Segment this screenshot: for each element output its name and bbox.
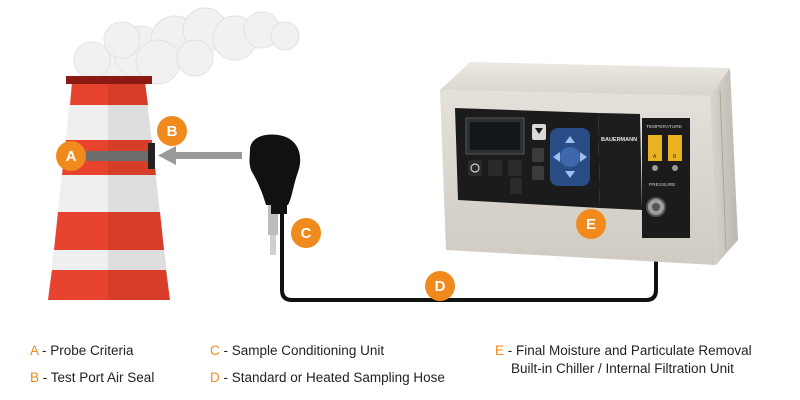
legend-text: - Final Moisture and Particulate Removal [504,343,752,358]
analyzer-unit: BAUERMANN TEMPERATURE A B PRESSURE [440,62,738,265]
svg-text:A: A [66,148,77,165]
arrow-down-icon[interactable] [565,171,575,178]
legend-key: A [30,343,39,358]
legend-key: B [30,370,40,386]
legend-text: - Probe Criteria [38,343,134,358]
legend-text: - Test Port Air Seal [39,370,155,386]
probe [82,143,155,169]
smoke-cloud [73,7,300,97]
svg-text:C: C [301,225,312,242]
arrow-right-icon[interactable] [580,152,587,162]
flow-arrow [158,146,242,165]
callout-b: B [157,116,187,146]
arrow-left-icon[interactable] [553,152,560,162]
svg-text:E: E [586,216,596,233]
legend-item-e: E - Final Moisture and Particulate Remov… [495,342,752,360]
smokestack [48,76,170,300]
legend-column-1: A - Probe Criteria B - Test Port Air Sea… [30,342,154,387]
legend-item-c: C - Sample Conditioning Unit [210,342,445,360]
callout-a: A [56,141,86,171]
temperature-code-1: A [653,154,657,160]
sample-conditioning-unit [249,134,301,255]
legend-item-a: A - Probe Criteria [30,342,154,360]
temperature-code-2: B [673,154,677,160]
sampling-hose [280,210,658,302]
keypad [550,128,590,186]
arrow-up-icon[interactable] [565,136,575,143]
legend-item-b: B - Test Port Air Seal [30,369,154,387]
callout-e: E [576,209,606,239]
callout-c: C [291,218,321,248]
temperature-label: TEMPERATURE [646,124,682,130]
power-icon[interactable] [468,160,482,176]
legend-text: - Standard or Heated Sampling Hose [219,370,445,386]
brand-label: BAUERMANN [601,137,637,143]
legend-text: - Sample Conditioning Unit [219,343,385,358]
sampling-system-diagram: BAUERMANN TEMPERATURE A B PRESSURE A B C… [48,7,738,302]
ok-icon[interactable] [510,178,522,194]
svg-text:D: D [435,278,446,295]
legend-item-d: D - Standard or Heated Sampling Hose [210,369,445,387]
callout-d: D [425,271,455,301]
legend-column-2: C - Sample Conditioning Unit D - Standar… [210,342,445,387]
legend-key: E [495,343,505,358]
legend-key: D [210,370,220,386]
menu-icon[interactable] [532,166,544,180]
legend-key: C [210,343,220,358]
legend-item-e-line2: Built-in Chiller / Internal Filtration U… [495,360,752,378]
pressure-label: PRESSURE [649,182,675,188]
settings-icon[interactable] [532,148,544,162]
legend-text: Built-in Chiller / Internal Filtration U… [511,361,734,377]
legend-column-3: E - Final Moisture and Particulate Remov… [495,342,752,378]
svg-text:B: B [167,123,178,140]
